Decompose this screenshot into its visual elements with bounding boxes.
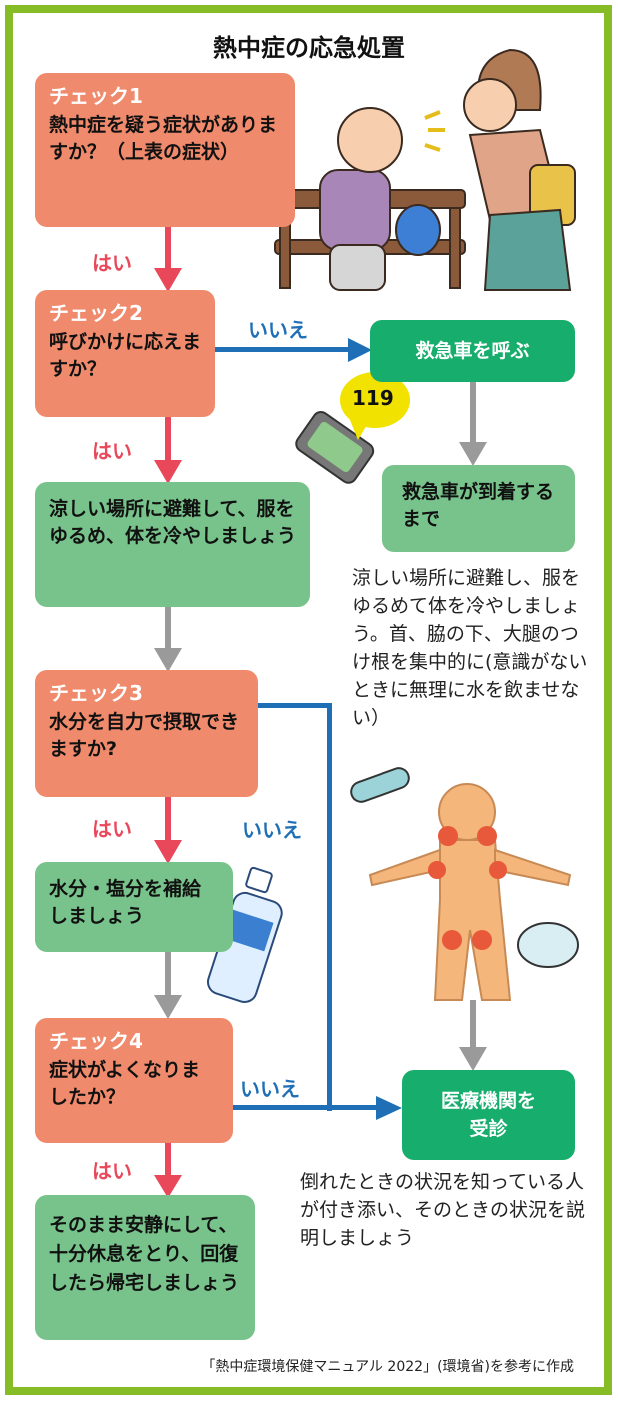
elderly-man-woman-illustration (274, 48, 576, 291)
yes-arrows (154, 227, 182, 1198)
water-bottle-illustration (206, 866, 283, 1004)
cool-down-box: 涼しい場所に避難して、服をゆるめ、体を冷やしましょう (35, 482, 310, 607)
check4-text: 症状がよくなりましたか？ (49, 1059, 201, 1108)
no-label-1: いいえ (248, 318, 308, 342)
check2-text: 呼びかけに応えますか？ (49, 331, 202, 380)
cooling-instructions: 涼しい場所に避難し、服をゆるめて体を冷やしましょう。首、脇の下、大腿のつけ根を集… (352, 567, 588, 729)
check1-text: 熱中症を疑う症状がありますか？（上表の症状） (49, 114, 278, 163)
check3-text: 水分を自力で摂取できますか? (49, 711, 240, 760)
check3-box: チェック3 水分を自力で摂取できますか? (35, 670, 258, 797)
no-label-3: いいえ (240, 1077, 300, 1101)
page-title: 熱中症の応急処置 (213, 34, 405, 62)
check1-label: チェック1 (49, 84, 143, 108)
phone-number: 119 (352, 386, 394, 410)
until-ambulance-box: 救急車が到着するまで (382, 465, 575, 552)
yes-label-2: はい (92, 439, 132, 463)
yes-label-4: はい (92, 1159, 132, 1183)
yes-label-3: はい (92, 817, 132, 841)
body-cooling-illustration (350, 767, 579, 1001)
phone-119-illustration (295, 372, 410, 484)
see-doctor-box: 医療機関を受診 (402, 1070, 575, 1160)
check4-box: チェック4 症状がよくなりましたか？ (35, 1018, 233, 1143)
rest-at-home-box: そのまま安静にして、十分休息をとり、回復したら帰宅しましょう (35, 1195, 255, 1340)
check1-box: チェック1 熱中症を疑う症状がありますか？（上表の症状） (35, 73, 295, 227)
check4-label: チェック4 (49, 1029, 143, 1053)
no-label-2: いいえ (242, 818, 302, 842)
check3-label: チェック3 (49, 681, 143, 705)
yes-label-1: はい (92, 251, 132, 275)
flow-gray-arrows (154, 382, 487, 1071)
hydrate-box: 水分・塩分を補給しましょう (35, 862, 233, 952)
check2-label: チェック2 (49, 301, 143, 325)
no-arrows (215, 338, 402, 1120)
source-credit: 「熱中症環境保健マニュアル 2022」(環境省)を参考に作成 (201, 1359, 574, 1375)
call-ambulance-box: 救急車を呼ぶ (370, 320, 575, 382)
check2-box: チェック2 呼びかけに応えますか？ (35, 290, 215, 417)
hospital-instructions: 倒れたときの状況を知っている人が付き添い、そのときの状況を説明しましょう (300, 1171, 586, 1249)
